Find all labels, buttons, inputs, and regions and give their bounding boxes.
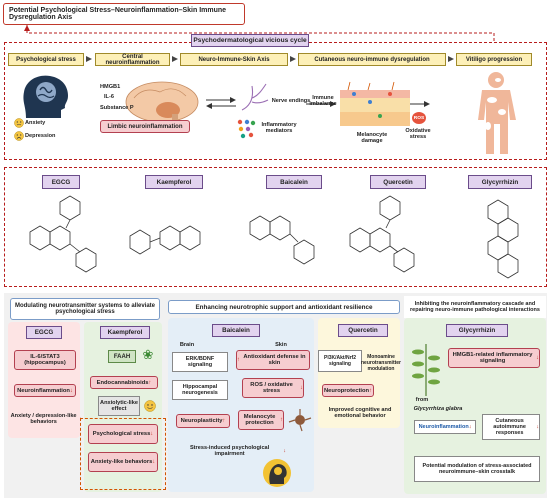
panel1-anxiety-depression: Anxiety / depression-like behaviors↓ — [10, 413, 82, 425]
melanocyte-icon — [288, 409, 312, 432]
il6-label: IL-6 — [104, 93, 114, 100]
molecule-egcg: EGCG — [42, 175, 80, 189]
panel1-anxiety-like: Anxiety-like behaviors↓ — [88, 452, 158, 472]
panel2-pi3k: PI3K/Akt/Nrf2 signaling — [318, 350, 362, 372]
panel1-neuroinflammation: Neuroinflammation↓ — [14, 384, 76, 397]
depression-label: Depression — [25, 133, 56, 139]
panel1-psych-stress: Psychological stress↓ — [88, 424, 158, 444]
up-arrow-icon: ↑ — [280, 417, 283, 423]
ros-badge: ROS — [412, 112, 426, 124]
panel2-stress-impairment: Stress-induced psychological impairment↓ — [189, 445, 286, 457]
panel2-baicalein-column — [168, 318, 314, 492]
molecules-box — [4, 167, 547, 287]
down-arrow-icon: ↓ — [300, 385, 303, 391]
header-psych-stress: Psychological stress — [8, 53, 84, 66]
panel1-outcome-box — [80, 418, 166, 490]
panel3-neuroinflammation: Neuroinflammation↓ — [414, 420, 476, 434]
cannabis-leaf-icon: ❀ — [142, 347, 154, 362]
header-central-neuroinflammation: Central neuroinflammation — [95, 53, 170, 66]
thinking-head-icon — [263, 459, 291, 487]
panel2-melanocyte-protection: Melanocyte protection↑ — [238, 410, 284, 430]
header-vitiligo-progression: Vitiligo progression — [456, 53, 532, 66]
down-arrow-icon: ↓ — [152, 459, 156, 465]
panel3-from-label: from — [415, 397, 429, 403]
anxiety-label: Anxiety — [25, 120, 46, 126]
hmgb1-label: HMGB1 — [100, 83, 121, 90]
molecular-structures-icon — [29, 195, 519, 279]
panel1-kaempferol: Kaempferol — [100, 326, 150, 339]
panel1-egcg: EGCG — [26, 326, 62, 339]
panel3-potential-modulation: Potential modulation of stress-associate… — [414, 456, 540, 482]
down-arrow-icon: ↓ — [536, 424, 539, 430]
smile-face-icon — [144, 400, 156, 412]
panel3-cutaneous-autoimmune: Cutaneous autoimmune responses↓ — [482, 414, 540, 440]
cycle-label: Psychodermatological vicious cycle — [191, 34, 309, 47]
molecule-baicalein: Baicalein — [266, 175, 322, 189]
panel3-glycyrrhizin: Glycyrrhizin — [446, 324, 508, 337]
panel2-baicalein: Baicalein — [212, 324, 260, 337]
panel2-hippocampal: Hippocampal neurogenesis — [172, 380, 228, 400]
anxious-face-icon — [14, 118, 24, 128]
oxidative-stress-label: Oxidative stress — [405, 128, 431, 140]
panel2-monoamine: Monoamine neurotransmitter modulation — [361, 354, 402, 372]
down-arrow-icon: ↓ — [150, 431, 154, 437]
down-arrow-icon: ↓ — [468, 424, 472, 430]
mediator-dots-icon — [237, 119, 256, 139]
skin-cross-section-icon — [340, 81, 410, 126]
molecule-quercetin: Quercetin — [370, 175, 426, 189]
up-arrow-icon: ↑ — [222, 418, 226, 424]
panel2-neuroprotection: Neuroprotection↑ — [322, 384, 374, 397]
up-arrow-icon: ↑ — [369, 387, 372, 394]
panel2-improved-behavior: Improved cognitive and emotional behavio… — [328, 407, 392, 419]
limbic-neuroinflammation: Limbic neuroinflammation — [100, 120, 190, 133]
up-arrow-icon: ↑ — [237, 357, 240, 363]
panel1-faah: FAAH — [108, 350, 136, 363]
panel2-antioxidant-defense: ↑Antioxidant defense in skin — [236, 350, 310, 370]
panel2-skin-label: Skin — [275, 341, 287, 348]
panel1-endocannabinoids: Endocannabinoids↑ — [90, 376, 158, 389]
nerve-endings-label: Nerve endings — [271, 98, 311, 104]
vitiligo-body-icon — [478, 72, 516, 154]
panel2-title: Enhancing neurotrophic support and antio… — [168, 300, 400, 314]
melanocyte-damage-label: Melanocyte damage — [356, 132, 388, 144]
nerve-endings-icon — [241, 83, 269, 111]
immune-imbalance-label: Immune imbalance — [309, 95, 337, 107]
up-arrow-icon: ↑ — [148, 379, 152, 386]
panel3-title: Inhibiting the neuroinflammatory cascade… — [404, 296, 546, 318]
panel2-neuroplasticity: Neuroplasticity↑ — [176, 414, 230, 428]
panel2-erk-bdnf: ERK/BDNF signaling — [172, 352, 228, 372]
molecule-kaempferol: Kaempferol — [145, 175, 203, 189]
page-title: Potential Psychological Stress–Neuroinfl… — [3, 3, 245, 25]
sad-face-icon — [14, 131, 24, 141]
stressed-head-icon — [23, 75, 68, 118]
header-cutaneous-dysregulation: Cutaneous neuro-immune dysregulation — [298, 53, 446, 66]
panel2-quercetin: Quercetin — [338, 324, 388, 337]
panel1-title: Modulating neurotransmitter systems to a… — [10, 298, 160, 320]
molecule-glycyrrhizin: Glycyrrhizin — [468, 175, 532, 189]
down-arrow-icon: ↓ — [536, 355, 539, 361]
header-neuro-immune-skin-axis: Neuro-Immune-Skin Axis — [180, 53, 288, 66]
panel3-plant-name: Glycyrrhiza glabra — [413, 405, 463, 412]
substance-p-label: Substance P — [100, 104, 134, 111]
inflammatory-mediators-label: Inflammatory mediators — [261, 122, 297, 134]
licorice-plant-icon — [412, 344, 440, 396]
panel1-il6-stat3: IL-6/STAT3 (hippocampus) — [14, 350, 76, 370]
panel2-brain-label: Brain — [179, 341, 195, 348]
panel3-hmgb1-signaling: HMGB1-related inflammatory signaling↓ — [448, 348, 540, 368]
panel1-egcg-column — [8, 322, 80, 438]
down-arrow-icon: ↓ — [283, 448, 286, 454]
panel2-ros: ROS / oxidative stress↓ — [242, 378, 304, 398]
down-arrow-icon: ↓ — [69, 387, 73, 394]
panel1-anxiolytic: Anxiolytic-like effect — [98, 396, 140, 416]
